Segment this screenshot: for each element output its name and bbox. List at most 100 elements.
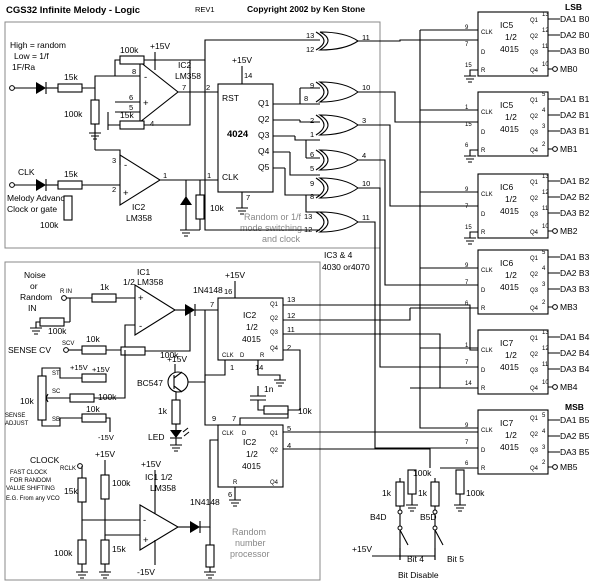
ic2-top-half: 1/2 [246,322,258,332]
resistor-15k-bias [100,539,110,565]
xor-label-2: 4030 or4070 [322,262,370,272]
ic2b-label: IC2 [132,202,146,212]
resistor-15k-clk [77,477,87,503]
register-5: CLK D R Q1 Q2 Q3 Q4 IC7 1/2 4015 DA1 B5 … [465,409,590,475]
x-pin5: 5 [310,164,314,173]
resistor-15k-c [119,120,145,130]
wire [115,101,140,113]
mode-input-label: 1F/Ra [12,62,35,72]
ic2-bot-r: R [233,480,238,486]
svg-text:11: 11 [542,44,549,50]
reg3-out1: DA2 B3 [560,268,590,278]
ic2-pin12: 12 [287,311,295,320]
svg-text:11: 11 [542,206,549,212]
svg-text:12: 12 [542,346,549,352]
x-pin1: 1 [310,130,314,139]
switch-icon[interactable] [399,529,444,546]
mode-input-jack[interactable] [9,85,15,91]
counter-pin7: 7 [246,193,250,202]
x-pin2: 2 [310,116,314,125]
wire [94,350,126,399]
resistor-1k-led [171,399,181,425]
ic1a-label: IC1 [137,267,151,277]
random-input-jack[interactable] [61,295,67,301]
ic2-bot-clk: CLK [222,431,234,437]
fast-clock-2: FOR RANDOM [10,478,51,484]
opamp-minus: - [144,72,147,83]
opamp-b-minus: - [124,160,127,171]
opamp-ic2a [139,60,179,124]
switch-b5-contact [432,525,438,531]
svg-text:Q3: Q3 [530,212,539,218]
svg-text:12: 12 [542,28,549,34]
wire [82,75,115,89]
pot-10k[interactable] [37,375,47,421]
ic2-bot-d: D [242,431,247,437]
svg-text:11: 11 [542,362,549,368]
wire [212,91,218,181]
clk-diode-icon [36,179,46,191]
xor-out-2 [358,91,478,123]
fast-clock-1: FAST CLOCK [10,470,47,476]
svg-text:Q1: Q1 [530,180,539,186]
ground-icon [406,494,418,512]
ic2-pin1: 1 [230,363,234,372]
wire [239,410,289,425]
ic2-supply: +15V [225,270,245,280]
ic2-4015-bot [217,424,284,488]
wire [81,502,140,521]
pin6: 6 [129,93,133,102]
pin4: 4 [150,119,154,128]
svg-text:15: 15 [465,122,472,128]
ic1b-minus: - [143,515,146,526]
xor-gate-2 [315,81,359,103]
wire [284,120,320,196]
r100k-fb-label: 100k [160,350,179,360]
ground-icon [454,494,466,512]
wiper-icon [45,393,49,403]
counter-q3: Q3 [258,130,270,140]
mode-caption-1: Random or 1/f [244,212,302,222]
in-label: IN [28,303,37,313]
counter-rst: RST [222,93,239,103]
ic1b-plus: + [143,535,149,546]
x-pin11b: 11 [362,213,370,222]
ic1a-plus: + [138,293,144,304]
svg-text:Q2: Q2 [530,432,539,438]
clk-input-jack[interactable] [9,182,15,188]
wire [283,308,411,321]
svg-text:7: 7 [465,42,469,48]
ground-icon [464,231,478,245]
sense-cv-jack[interactable] [63,347,69,353]
xor-out-4 [358,159,478,286]
svg-text:6: 6 [465,461,469,467]
plus15-c: +15V [167,354,187,364]
sc-label: SC [52,389,61,395]
plus15-b: +15V [92,365,110,374]
r100k-sense-label: 100k [98,392,117,402]
led-rays-icon [182,427,190,437]
x-pin10b: 10 [362,179,370,188]
r15k-c-label: 15k [120,110,134,120]
ic2-top-clk: CLK [222,353,234,359]
ic2-bot-q1: Q1 [270,431,279,437]
pin7: 7 [182,83,186,92]
svg-text:12: 12 [542,190,549,196]
x-pin4: 4 [362,151,366,160]
r10k-c-label: 10k [298,406,312,416]
resistor-15k-a [57,83,83,93]
diode1-label: 1N4148 [193,285,223,295]
svg-text:9: 9 [465,187,469,193]
mode-caption-3: and clock [262,234,301,244]
fast-clock-4: E.G. From any VCO [6,496,60,502]
bc547-label: BC547 [137,378,163,388]
counter-out-wires [273,103,320,169]
svg-text:2: 2 [542,460,546,466]
capacitor-icon [250,395,266,401]
xor-gate-3 [315,114,359,136]
r1k-led-label: 1k [158,406,168,416]
svg-text:D: D [481,448,486,454]
svg-text:R: R [481,148,486,154]
xor-out-3 [358,124,478,207]
reg1-out1: DA2 B1 [560,110,590,120]
